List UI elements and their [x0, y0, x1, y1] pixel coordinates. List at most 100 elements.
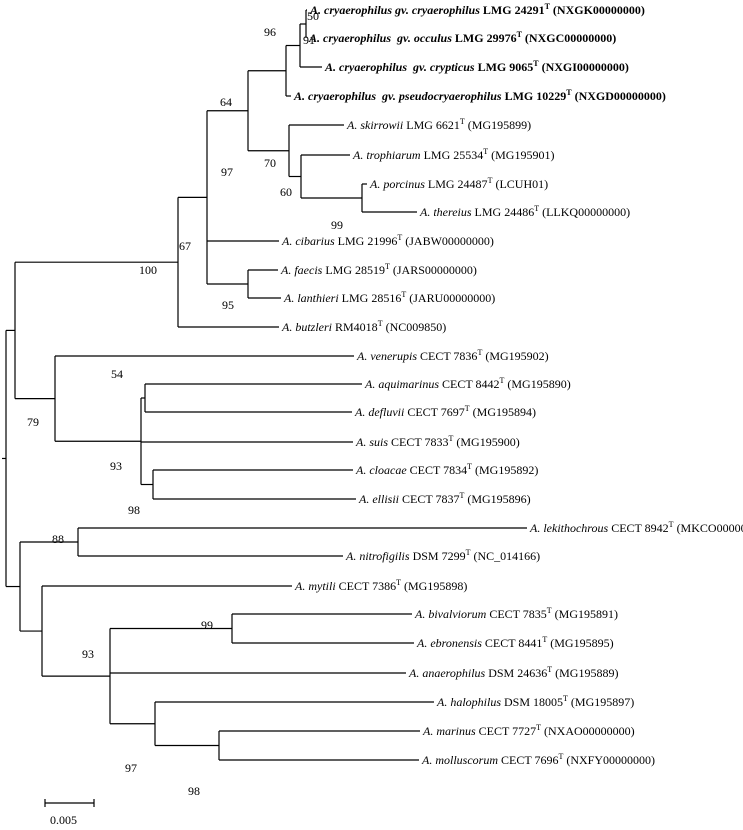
taxon-acc: (MG195897): [568, 695, 634, 709]
taxon-strain: LMG 9065: [475, 60, 534, 74]
taxon-strain: LMG 21996: [335, 234, 398, 248]
bootstrap-value: 100: [139, 263, 157, 277]
taxon-label: A. ellisii CECT 7837T (MG195896): [358, 491, 531, 506]
taxon-strain: LMG 29976: [452, 31, 517, 45]
taxon-strain: LMG 24487: [425, 177, 488, 191]
bootstrap-value: 70: [264, 156, 276, 170]
taxon-genus: A. porcinus: [369, 177, 425, 191]
taxon-genus: A. ellisii: [358, 492, 399, 506]
taxon-sup: T: [563, 694, 568, 703]
bootstrap-value: 99: [201, 618, 213, 632]
taxon-label: A. cryaerophilus gv. crypticus LMG 9065T…: [324, 59, 629, 74]
taxon-acc: (JARS00000000): [390, 263, 477, 277]
taxon-label: A. trophiarum LMG 25534T (MG195901): [352, 147, 554, 162]
taxon-label: A. cryaerophilus gv. cryaerophilus LMG 2…: [309, 2, 645, 17]
taxon-label: A. halophilus DSM 18005T (MG195897): [436, 694, 634, 709]
scale-bar: 0.005: [44, 799, 95, 827]
taxon-label: A. cloacae CECT 7834T (MG195892): [355, 462, 538, 477]
bootstrap-value: 97: [125, 761, 137, 775]
taxon-strain: LMG 25534: [421, 148, 484, 162]
taxon-genus: A. cryaerophilus: [308, 31, 391, 45]
taxon-acc: (LLKQ00000000): [539, 205, 630, 219]
taxon-label: A. faecis LMG 28519T (JARS00000000): [280, 262, 477, 277]
taxon-strain: LMG 28516: [339, 291, 402, 305]
taxon-strain: LMG 10229: [502, 89, 567, 103]
taxon-sup: T: [545, 2, 551, 11]
taxon-strain: CECT 8942: [608, 521, 668, 535]
bootstrap-value: 50: [307, 9, 319, 23]
taxon-genus: A. thereius: [419, 205, 472, 219]
taxon-labels: A. cryaerophilus gv. cryaerophilus LMG 2…: [280, 2, 743, 767]
taxon-strain: LMG 24486: [472, 205, 535, 219]
taxon-acc: (MG195895): [547, 636, 613, 650]
taxon-genus: A. lanthieri: [283, 291, 339, 305]
bootstrap-value: 93: [82, 647, 94, 661]
taxon-strain: DSM 7299: [410, 549, 466, 563]
taxon-acc: (MKCO00000000): [674, 521, 743, 535]
taxon-sup: T: [534, 204, 539, 213]
bootstrap-values: 5091966470609997671009554799398889993979…: [27, 9, 343, 798]
taxon-sup: T: [517, 30, 523, 39]
taxon-genus: A. butzleri: [281, 320, 332, 334]
taxon-genus: A. lekithochrous: [529, 521, 609, 535]
taxon-label: A. porcinus LMG 24487T (LCUH01): [369, 176, 548, 191]
taxon-genus: A. aquimarinus: [364, 377, 439, 391]
bootstrap-value: 91: [303, 33, 315, 47]
bootstrap-value: 96: [264, 25, 276, 39]
taxon-sup: T: [499, 376, 504, 385]
taxon-strain: CECT 7727: [476, 724, 536, 738]
taxon-acc: (MG195890): [504, 377, 570, 391]
taxon-acc: (NXGC00000000): [522, 31, 616, 45]
taxon-label: A. nitrofigilis DSM 7299T (NC_014166): [345, 548, 540, 563]
taxon-genus: A. ebronensis: [416, 636, 482, 650]
taxon-label: A. marinus CECT 7727T (NXAO00000000): [422, 723, 635, 738]
taxon-label: A. defluvii CECT 7697T (MG195894): [354, 404, 536, 419]
taxon-strain: LMG 24291: [480, 3, 545, 17]
bootstrap-value: 79: [27, 415, 39, 429]
taxon-label: A. skirrowii LMG 6621T (MG195899): [346, 117, 531, 132]
taxon-acc: (MG195899): [465, 118, 531, 132]
taxon-acc: (JABW00000000): [402, 234, 494, 248]
taxon-acc: (MG195896): [464, 492, 530, 506]
taxon-epithet: gv. crypticus: [407, 60, 475, 74]
taxon-sup: T: [460, 117, 465, 126]
taxon-sup: T: [401, 290, 406, 299]
taxon-genus: A. defluvii: [354, 405, 404, 419]
taxon-acc: (MG195891): [552, 607, 618, 621]
taxon-acc: (NXGI00000000): [539, 60, 629, 74]
taxon-genus: A. trophiarum: [352, 148, 421, 162]
taxon-acc: (MG195902): [482, 349, 548, 363]
bootstrap-value: 64: [220, 95, 232, 109]
taxon-sup: T: [396, 578, 401, 587]
taxon-genus: A. cibarius: [281, 234, 335, 248]
taxon-genus: A. nitrofigilis: [345, 549, 410, 563]
bootstrap-value: 97: [221, 165, 233, 179]
taxon-label: A. venerupis CECT 7836T (MG195902): [356, 348, 549, 363]
taxon-sup: T: [466, 548, 471, 557]
taxon-sup: T: [547, 665, 552, 674]
taxon-epithet: gv. pseudocryaerophilus: [376, 89, 502, 103]
taxon-sup: T: [669, 520, 674, 529]
taxon-acc: (MG195898): [401, 579, 467, 593]
taxon-genus: A. faecis: [280, 263, 323, 277]
taxon-genus: A. suis: [355, 435, 388, 449]
taxon-genus: A. bivalviorum: [414, 607, 487, 621]
taxon-strain: CECT 7697: [404, 405, 464, 419]
taxon-sup: T: [467, 462, 472, 471]
taxon-strain: DSM 24636: [485, 666, 547, 680]
taxon-genus: A. cloacae: [355, 463, 407, 477]
taxon-genus: A. cryaerophilus: [293, 89, 376, 103]
taxon-acc: (NXFY00000000): [563, 753, 655, 767]
taxon-sup: T: [483, 147, 488, 156]
taxon-genus: A. cryaerophilus: [309, 3, 392, 17]
taxon-genus: A. venerupis: [356, 349, 417, 363]
taxon-genus: A. skirrowii: [346, 118, 403, 132]
taxon-sup: T: [536, 723, 541, 732]
bootstrap-value: 60: [280, 185, 292, 199]
taxon-sup: T: [566, 88, 572, 97]
taxon-strain: CECT 8442: [439, 377, 499, 391]
taxon-genus: A. anaerophilus: [408, 666, 486, 680]
taxon-acc: (MG195892): [472, 463, 538, 477]
bootstrap-value: 98: [188, 784, 200, 798]
taxon-genus: A. halophilus: [436, 695, 501, 709]
